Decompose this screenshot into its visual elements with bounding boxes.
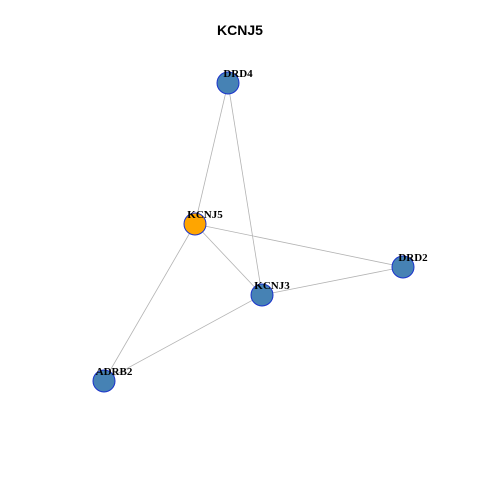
node-label-adrb2: ADRB2 bbox=[96, 366, 133, 378]
node-kcnj5 bbox=[183, 212, 207, 236]
node-kcnj3 bbox=[250, 283, 274, 307]
edge-kcnj5-drd2 bbox=[194, 223, 404, 268]
graph-title: KCNJ5 bbox=[217, 22, 263, 38]
node-label-drd4: DRD4 bbox=[223, 68, 253, 80]
node-drd4 bbox=[216, 71, 240, 95]
edge-kcnj3-adrb2 bbox=[103, 294, 263, 382]
node-label-kcnj5: KCNJ5 bbox=[187, 209, 223, 221]
nodes-layer bbox=[92, 71, 415, 393]
node-label-drd2: DRD2 bbox=[398, 252, 428, 264]
edge-drd4-kcnj5 bbox=[194, 82, 229, 225]
node-adrb2 bbox=[92, 369, 116, 393]
edge-kcnj5-adrb2 bbox=[103, 223, 196, 382]
edge-drd4-kcnj3 bbox=[227, 82, 263, 296]
edge-kcnj5-kcnj3 bbox=[194, 223, 263, 296]
edge-kcnj3-drd2 bbox=[261, 266, 404, 296]
edges-layer bbox=[103, 82, 404, 382]
node-drd2 bbox=[391, 255, 415, 279]
node-label-kcnj3: KCNJ3 bbox=[254, 280, 290, 292]
